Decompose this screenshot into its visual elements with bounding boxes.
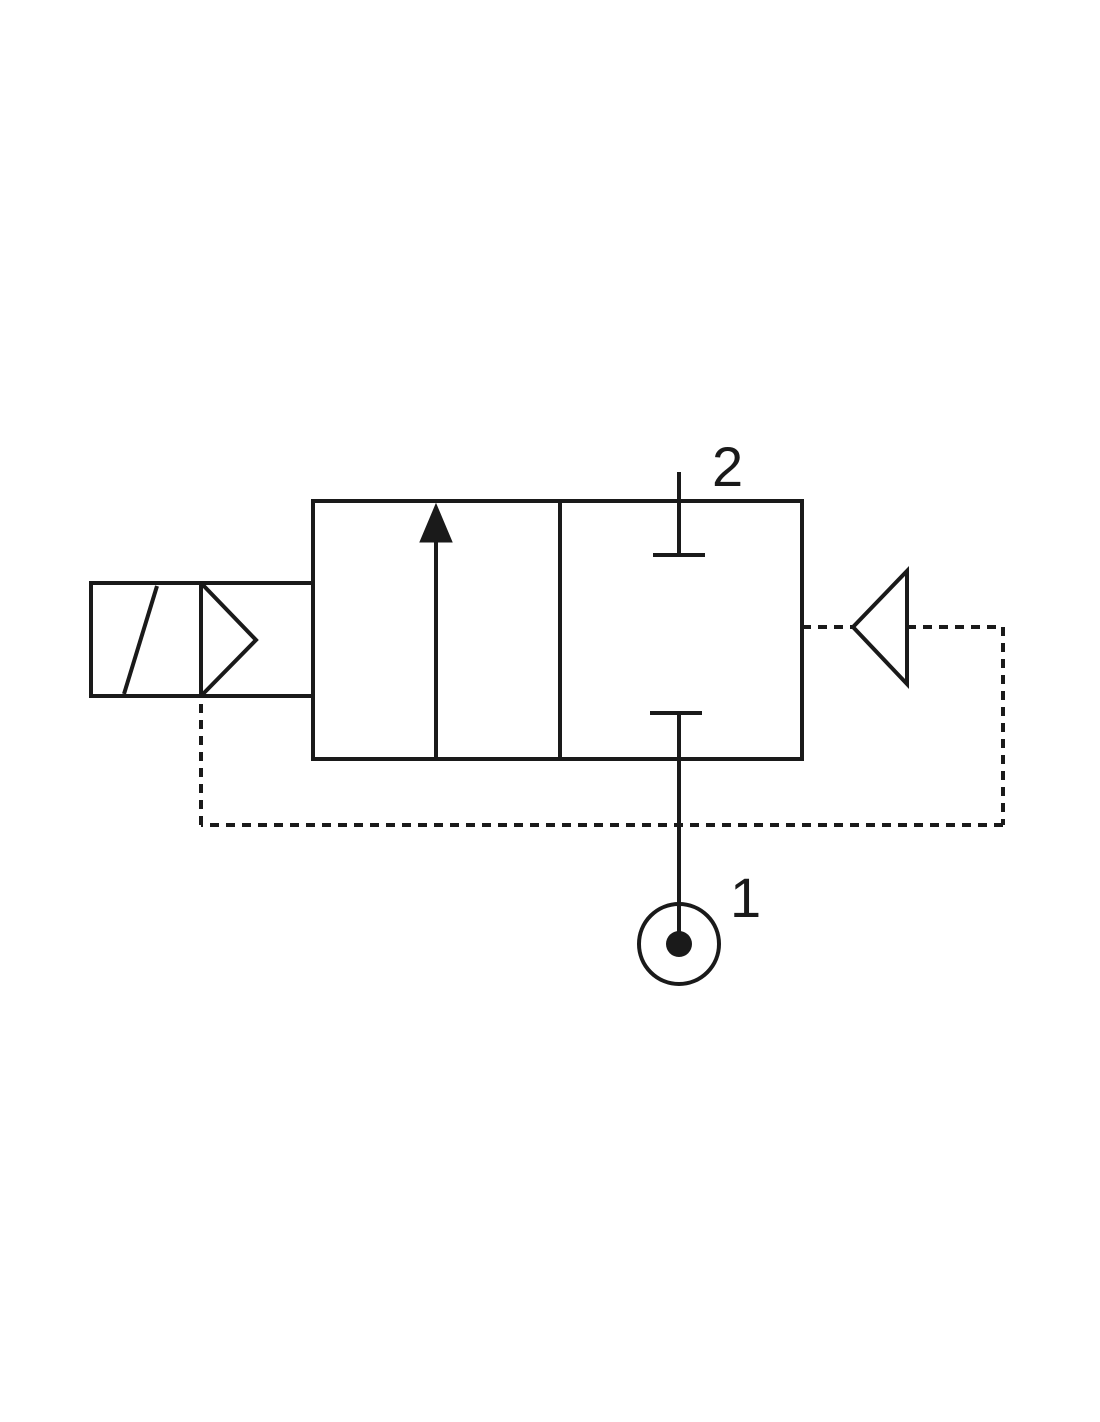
pressure-source-dot xyxy=(666,931,692,957)
flow-arrow-head xyxy=(419,502,453,543)
valve-envelope-outline xyxy=(311,499,804,761)
solenoid-coil-slash xyxy=(122,585,159,695)
port-2-label: 2 xyxy=(712,435,743,498)
flow-arrow-icon xyxy=(419,502,453,759)
pilot-triangle-icon xyxy=(850,566,909,690)
port-1-label: 1 xyxy=(730,866,761,929)
pilot-line xyxy=(199,625,1005,827)
valve-body xyxy=(311,499,804,761)
pressure-source-ring xyxy=(637,902,721,986)
solenoid-icon xyxy=(89,581,315,698)
pressure-source-icon xyxy=(637,902,721,986)
solenoid-chevron xyxy=(199,581,259,698)
blocked-port-top xyxy=(653,472,705,557)
